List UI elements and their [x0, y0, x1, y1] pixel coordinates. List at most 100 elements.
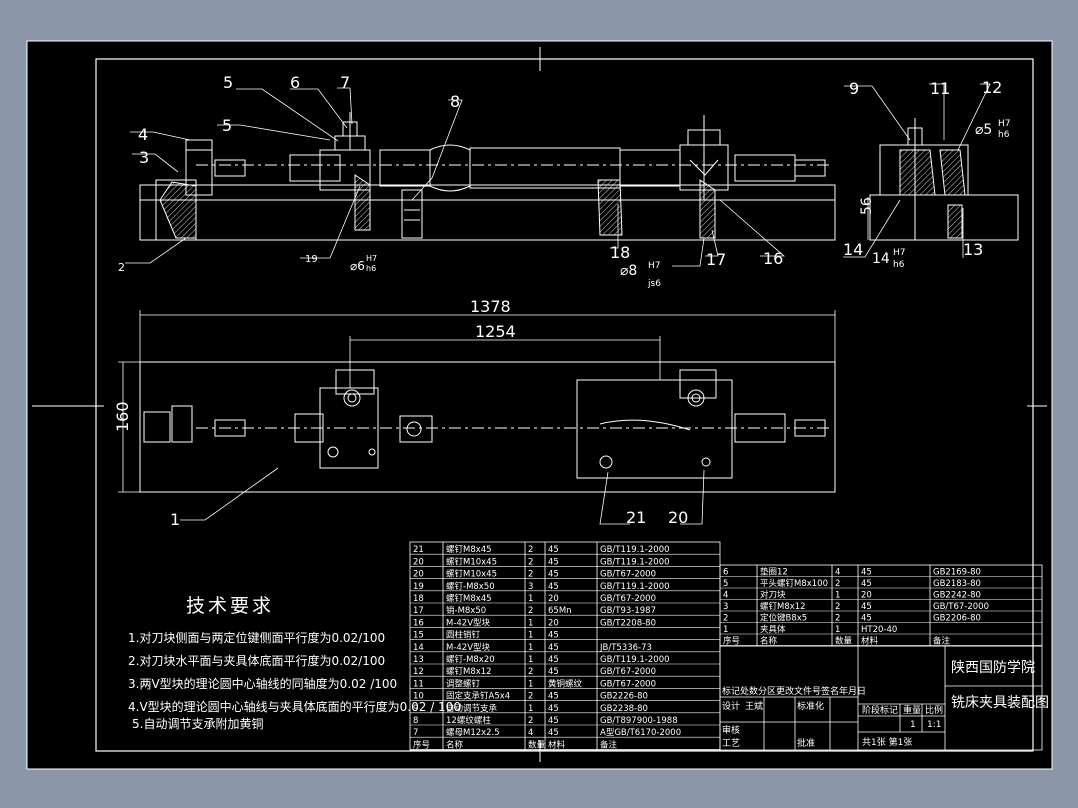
bom-cell: 65Mn: [548, 606, 572, 616]
tech-req-title: 技术要求: [186, 595, 274, 617]
bom-cell: 圆柱销钉: [446, 630, 481, 641]
bom-cell: 20: [548, 618, 559, 628]
bom-cell: 45: [548, 582, 559, 592]
top-view: [139, 361, 836, 493]
front-view: [139, 112, 836, 241]
bom-cell: 45: [548, 643, 559, 653]
fit-d14-lower: h6: [893, 260, 905, 270]
fit-d5-base: ⌀5: [975, 122, 992, 138]
bom-cell: 2: [835, 614, 840, 624]
bom-cell: 45: [548, 655, 559, 665]
balloon-9: 8: [450, 92, 460, 111]
bom-cell: GB2206-80: [933, 614, 981, 624]
bom-cell: 螺钉M8x45: [446, 593, 492, 604]
sheet-info: 共1张 第1张: [862, 736, 912, 748]
auto-support: [401, 189, 423, 239]
bom-cell: 3: [723, 602, 728, 612]
bom-cell: 5: [723, 579, 728, 589]
balloon-13: 12: [982, 78, 1002, 97]
bom-cell: 45: [548, 716, 559, 726]
bom-cell: 2: [835, 602, 840, 612]
bom-cell: 13: [413, 655, 424, 665]
fit-d6-base: ⌀6: [350, 259, 365, 273]
title-block-grid: [719, 645, 1043, 751]
balloon-17: 17: [706, 250, 726, 269]
bom-cell: 螺钉M10x45: [446, 556, 497, 567]
bom-header-cell: 数量: [528, 739, 546, 750]
bom-cell: 1: [528, 618, 533, 628]
bom-cell: 9: [413, 704, 418, 714]
approve-label: 批准: [797, 737, 815, 749]
bom-cell: 1: [835, 625, 840, 635]
bom-cell: GB/T67-2000: [933, 602, 989, 612]
balloon-numbers: 5 6 7 4 5 3 2 8 19 9 11 12 14 13 18 17 1…: [118, 73, 1002, 529]
bom-cell: 4: [528, 728, 533, 738]
bom-cell: 1: [835, 591, 840, 601]
scale-label: 比例: [925, 704, 943, 716]
left-sheet-number: 1: [910, 720, 916, 730]
bom-cell: 11: [413, 679, 424, 689]
bom-header-cell: 序号: [723, 636, 740, 647]
bom-header-cell: 材料: [548, 739, 566, 750]
bom-cell: GB2238-80: [600, 704, 648, 714]
fit-d6-upper: H7: [366, 254, 377, 263]
bom-cell: GB/T119.1-2000: [600, 582, 670, 592]
balloon-11: 9: [849, 79, 859, 98]
bom-cell: GB/T119.1-2000: [600, 545, 670, 555]
dimension-lines: [118, 197, 869, 493]
bom-cell: 45: [861, 579, 872, 589]
bom-cell: 20: [413, 557, 424, 567]
fit-d8-upper: H7: [648, 261, 661, 271]
bom-cell: GB2169-80: [933, 568, 981, 578]
v-block-top-left: [319, 387, 379, 469]
fit-d5-lower: h6: [998, 130, 1010, 140]
bom-cell: GB/T119.1-2000: [600, 557, 670, 567]
bom-cell: 16: [413, 618, 424, 628]
frame-centering-marks: [32, 47, 1047, 762]
bom-cell: 2: [723, 614, 728, 624]
fit-d8-base: ⌀8: [620, 263, 637, 279]
bom-cell: GB2226-80: [600, 692, 648, 702]
clamp-plate-top: [576, 379, 733, 479]
bom-cell: 螺钉M8x45: [446, 544, 492, 555]
bom-header-cell: 序号: [413, 739, 430, 750]
bom-cell: 14: [413, 643, 424, 653]
bom-cell: 6: [723, 568, 728, 578]
bom-cell: M-42V型块: [446, 642, 491, 653]
bom-cell: 螺钉M8x12: [760, 601, 806, 612]
standardize-label: 标准化: [797, 700, 824, 712]
bom-cell: 45: [548, 692, 559, 702]
bom-cell: 螺钉-M8x20: [446, 654, 495, 665]
bom-cell: 调整螺钉: [446, 678, 481, 689]
bom-cell: HT20-40: [861, 625, 897, 635]
bom-cell: 4: [723, 591, 728, 601]
bom-cell: 2: [528, 570, 533, 580]
stage-mark-label: 阶段标记: [862, 704, 898, 716]
bom-cell: 17: [413, 606, 424, 616]
bom-cell: 45: [861, 602, 872, 612]
bom-cell: M-42V型块: [446, 617, 491, 628]
bom-cell: 45: [861, 614, 872, 624]
bom-cell: 2: [528, 692, 533, 702]
school-name: 陕西国防学院: [951, 660, 1035, 676]
tech-req-item-2: 2.对刀块水平面与夹具体底面平行度为0.02/100: [128, 653, 385, 668]
bom-cell: GB/T67-2000: [600, 679, 656, 689]
balloon-4: 4: [138, 125, 148, 144]
bom-header-cell: 材料: [861, 636, 879, 647]
balloon-3: 3: [139, 148, 149, 167]
bom-cell: 45: [548, 631, 559, 641]
bom-cell: A型GB/T6170-2000: [600, 728, 681, 738]
bom-cell: 18: [413, 594, 424, 604]
bom-cell: 对刀块: [760, 590, 786, 601]
balloon-16: 16: [763, 249, 783, 268]
bom-cell: 45: [548, 728, 559, 738]
bom-cell: 1: [528, 679, 533, 689]
dim-width: 160: [113, 401, 132, 432]
bom-cell: GB/T119.1-2000: [600, 655, 670, 665]
dim-overall-length: 1378: [470, 297, 511, 316]
bom-header-cell: 名称: [446, 739, 464, 750]
tech-req-item-3: 3.两V型块的理论圆中心轴线的同轴度为0.02 /100: [128, 676, 397, 691]
